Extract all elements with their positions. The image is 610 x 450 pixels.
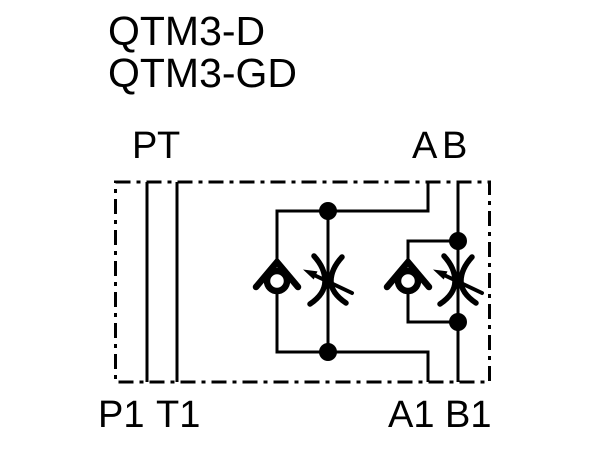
check-valve-2-icon <box>383 256 433 295</box>
throttle-2-adjust-arrow-shaft <box>442 273 484 295</box>
check-valve-2-seat <box>383 256 433 291</box>
throttle-valve-1-icon <box>303 253 354 307</box>
throttle-1-adjust-arrow-head <box>303 269 318 280</box>
b-check-branch-top <box>406 239 458 262</box>
port-label-p: P <box>132 125 158 167</box>
check-valve-1-icon <box>252 256 302 295</box>
throttle-valve-2-icon <box>433 253 484 307</box>
port-label-a1: A1 <box>388 394 435 436</box>
port-label-b: B <box>442 125 468 167</box>
check-valve-1-ball <box>263 267 291 295</box>
valve-body-boundary-icon <box>114 180 491 384</box>
port-label-p1: P1 <box>98 394 145 436</box>
b-check-branch-bottom <box>406 294 458 324</box>
junction-dot-a-top <box>319 202 337 220</box>
junction-dot-b-bottom <box>449 313 467 331</box>
a-line-bottom <box>275 294 430 382</box>
port-label-t: T <box>157 125 181 167</box>
check-valve-1-seat <box>252 256 302 291</box>
junction-dot-b-top <box>449 232 467 250</box>
check-valve-2-ball <box>394 267 422 295</box>
throttle-1-right-arc <box>328 254 349 306</box>
throttle-2-right-arc <box>458 254 479 306</box>
a-line-top <box>275 182 430 262</box>
port-label-a: A <box>412 125 438 167</box>
port-label-t1: T1 <box>156 394 201 436</box>
junction-dot-a-bottom <box>319 343 337 361</box>
model-name-line1: QTM3-D <box>108 8 266 54</box>
model-name-line2: QTM3-GD <box>108 50 298 96</box>
throttle-1-adjust-arrow-shaft <box>312 273 354 295</box>
model-title: QTM3-D QTM3-GD <box>108 10 297 94</box>
throttle-2-adjust-arrow-head <box>433 269 448 280</box>
junction-dots <box>319 202 467 361</box>
port-label-b1: B1 <box>445 394 492 436</box>
